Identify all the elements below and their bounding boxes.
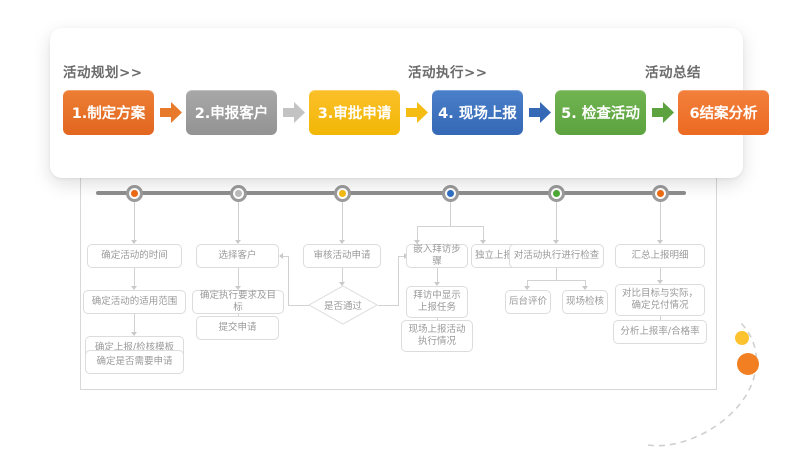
- timeline-stem-6-arrow: [657, 240, 663, 244]
- timeline-node-2-dot: [235, 190, 242, 197]
- step-chip-row: 1.制定方案 2.申报客户 3.审批申请 4. 现场上报 5. 检查活动 6结案…: [63, 90, 769, 136]
- connector-col3-1-arrow: [339, 282, 345, 286]
- flow-box-col6-1[interactable]: 汇总上报明细: [615, 244, 705, 268]
- flow-box-col4-1[interactable]: 嵌入拜访步骤: [406, 244, 468, 268]
- step-chip-5[interactable]: 5. 检查活动: [555, 90, 646, 135]
- timeline-stem-2: [238, 202, 239, 242]
- connector-pass-up: [398, 256, 399, 306]
- flow-box-col5-2[interactable]: 后台评价: [505, 290, 551, 314]
- decision-diamond-shape: [308, 285, 378, 325]
- connector-col4-branch-bar: [417, 226, 483, 227]
- flow-box-col4-4[interactable]: 现场上报活动执行情况: [401, 320, 473, 352]
- timeline-node-1[interactable]: [126, 185, 143, 202]
- timeline-node-4[interactable]: [442, 185, 459, 202]
- timeline-stem-2-arrow: [235, 240, 241, 244]
- connector-col1-2: [134, 314, 135, 334]
- step-chip-3[interactable]: 3.审批申请: [309, 90, 400, 135]
- timeline-stem-3: [342, 202, 343, 242]
- timeline-node-3[interactable]: [334, 185, 351, 202]
- step-arrow-5-icon: [652, 102, 674, 123]
- connector-col4-branch-left-arrow: [414, 240, 420, 244]
- connector-col4-1-arrow: [434, 282, 440, 286]
- timeline-node-3-dot: [339, 190, 346, 197]
- connector-col5-right: [585, 280, 586, 288]
- timeline-node-2[interactable]: [230, 185, 247, 202]
- step-chip-6[interactable]: 6结案分析: [678, 90, 769, 135]
- flow-box-col2-1[interactable]: 选择客户: [196, 244, 279, 268]
- flow-box-col1-4[interactable]: 确定是否需要申请: [85, 350, 184, 374]
- phase-label-summary: 活动总结: [645, 65, 701, 81]
- flow-box-col5-1[interactable]: 对活动执行进行检查: [509, 244, 604, 268]
- timeline-stem-5-arrow: [553, 240, 559, 244]
- connector-col1-2-arrow: [131, 332, 137, 336]
- step-chip-2[interactable]: 2.申报客户: [186, 90, 277, 135]
- timeline-node-4-dot: [447, 190, 454, 197]
- decorative-dot-large: [737, 353, 759, 375]
- step-chip-1[interactable]: 1.制定方案: [63, 90, 154, 135]
- connector-col1-1: [134, 268, 135, 288]
- connector-col6-1-arrow: [657, 280, 663, 284]
- step-arrow-4-icon: [529, 102, 551, 123]
- connector-col4-branch-right-arrow: [480, 240, 486, 244]
- timeline-node-5[interactable]: [548, 185, 565, 202]
- timeline-stem-1-arrow: [131, 240, 137, 244]
- step-chip-4[interactable]: 4. 现场上报: [432, 90, 523, 135]
- timeline-node-1-dot: [131, 190, 138, 197]
- flow-box-col1-2[interactable]: 确定活动的适用范围: [83, 290, 186, 314]
- flow-box-col4-3[interactable]: 拜访中显示上报任务: [406, 286, 468, 318]
- phase-label-execution: 活动执行>>: [408, 65, 488, 81]
- decorative-dot-small: [735, 331, 749, 345]
- timeline-stem-1: [134, 202, 135, 242]
- timeline-node-6[interactable]: [652, 185, 669, 202]
- connector-col2-1: [238, 268, 239, 288]
- timeline-stem-3-arrow: [339, 240, 345, 244]
- step-arrow-2-icon: [283, 102, 305, 123]
- step-arrow-1-icon: [160, 102, 182, 123]
- decorative-curve: [647, 321, 759, 447]
- connector-loop-bottom: [288, 305, 309, 306]
- flow-box-col6-2[interactable]: 对比目标与实际，确定兑付情况: [615, 284, 705, 316]
- timeline-rail: [96, 191, 686, 195]
- timeline-node-5-dot: [553, 190, 560, 197]
- connector-col5-left-arrow: [524, 286, 530, 290]
- connector-col4-branch-left: [417, 226, 418, 242]
- flow-box-col1-1[interactable]: 确定活动的时间: [87, 244, 182, 268]
- connector-col1-1-arrow: [131, 286, 137, 290]
- timeline-stem-5: [556, 202, 557, 242]
- connector-pass-into: [398, 256, 405, 257]
- flow-box-col2-3[interactable]: 提交申请: [196, 316, 279, 340]
- flow-box-col2-2[interactable]: 确定执行要求及目标: [192, 290, 284, 314]
- timeline-stem-4: [450, 202, 451, 226]
- connector-pass-right: [378, 305, 398, 306]
- flow-box-col5-3[interactable]: 现场检核: [562, 290, 608, 314]
- timeline-stem-6: [660, 202, 661, 242]
- step-arrow-3-icon: [406, 102, 428, 123]
- connector-col6-1: [660, 268, 661, 282]
- connector-col4-1: [437, 268, 438, 284]
- process-overview-card: 活动规划>> 活动执行>> 活动总结 1.制定方案 2.申报客户 3.审批申请 …: [50, 28, 769, 178]
- phase-label-planning: 活动规划>>: [63, 65, 143, 81]
- flow-box-col6-3[interactable]: 分析上报率/合格率: [613, 320, 707, 344]
- connector-loop-top: [283, 256, 289, 257]
- decision-diamond[interactable]: 是否通过: [308, 285, 378, 325]
- connector-col4-branch-right: [483, 226, 484, 242]
- connector-col5-bar: [527, 280, 585, 281]
- decision-diamond-label: 是否通过: [323, 301, 362, 312]
- connector-loop-arrow: [279, 253, 283, 259]
- flow-box-col3-1[interactable]: 审核活动申请: [303, 244, 381, 268]
- connector-col5-stem: [556, 268, 557, 280]
- connector-col3-1: [342, 268, 343, 284]
- connector-col5-right-arrow: [582, 286, 588, 290]
- connector-loop-left: [288, 256, 289, 306]
- connector-col5-left: [527, 280, 528, 288]
- connector-col2-1-arrow: [235, 286, 241, 290]
- timeline-node-6-dot: [657, 190, 664, 197]
